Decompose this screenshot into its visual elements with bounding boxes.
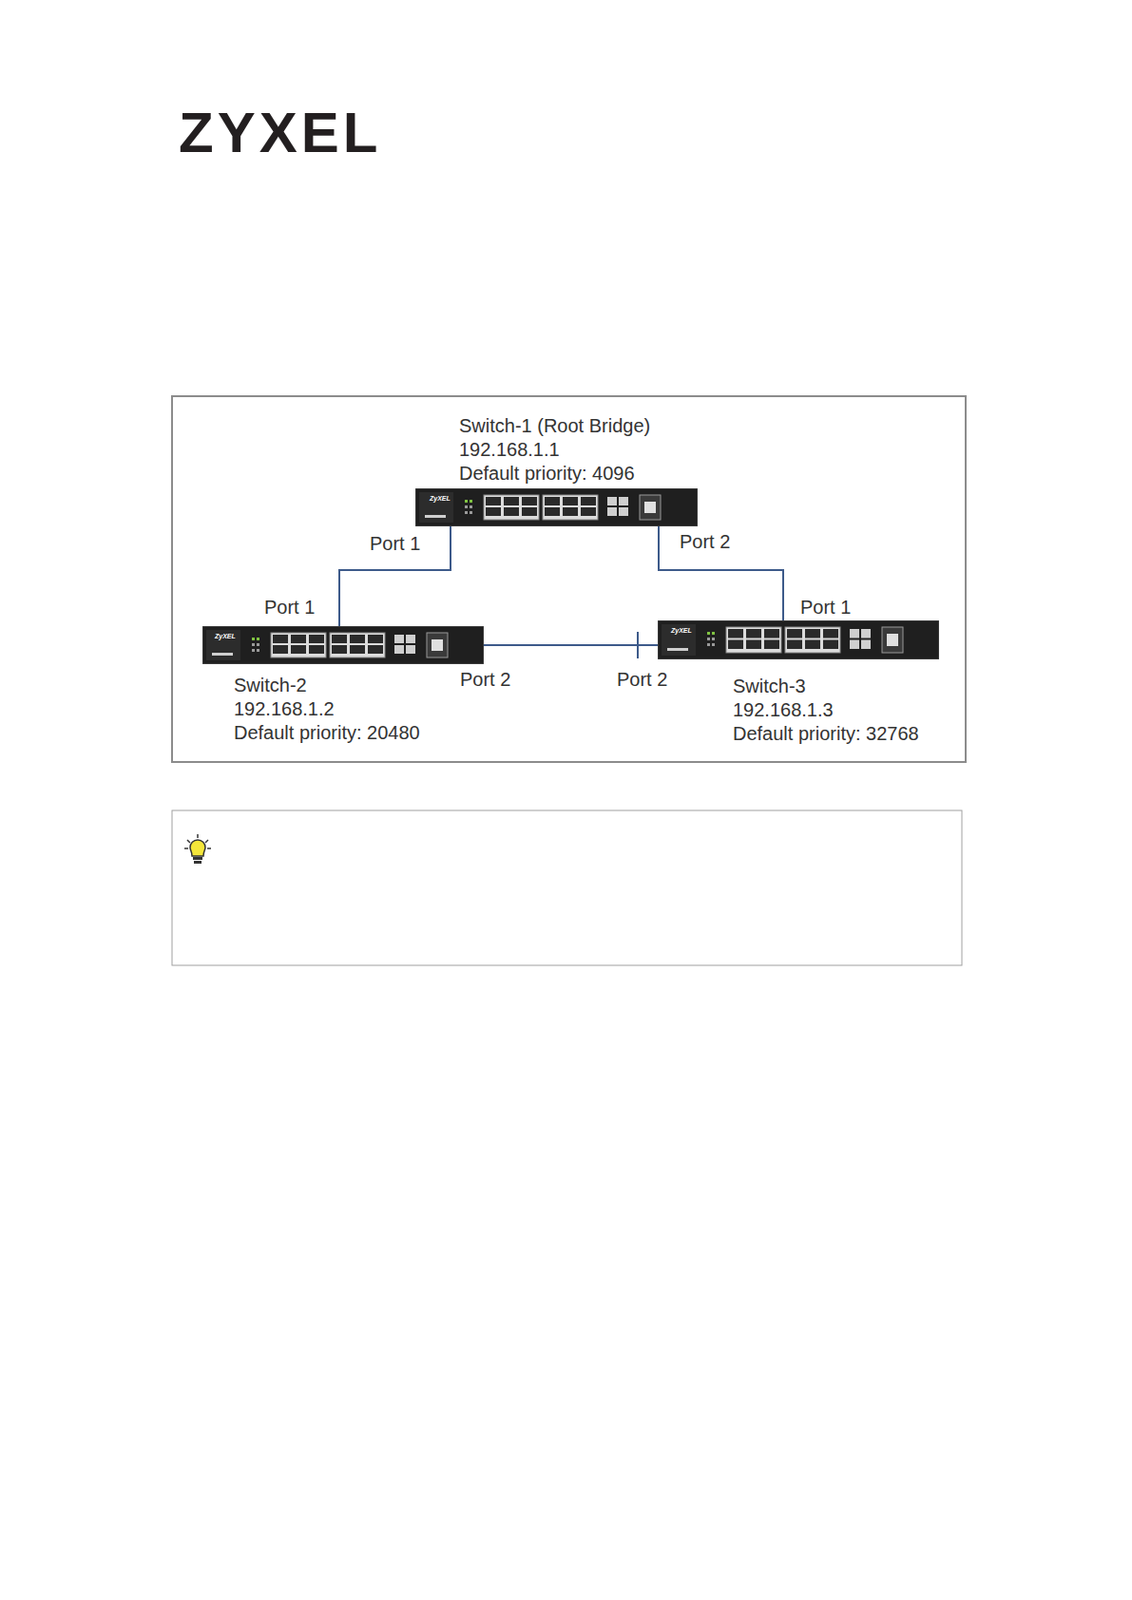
switch-illustration <box>657 620 940 660</box>
link-cable <box>339 526 451 627</box>
port-label: Port 1 <box>264 596 315 618</box>
switch-device: Switch-1 (Root Bridge)192.168.1.1Default… <box>415 488 698 527</box>
lightbulb-icon <box>184 834 212 864</box>
brand-logo: ZYXEL <box>178 104 382 162</box>
blocked-port-mark <box>636 632 639 659</box>
switch-info: Switch-1 (Root Bridge)192.168.1.1Default… <box>459 414 651 486</box>
tip-frame <box>172 810 962 966</box>
ip-address: 192.168.1.1 <box>459 438 651 462</box>
link-cable <box>658 526 784 621</box>
switch-name: Switch-1 (Root Bridge) <box>459 414 651 439</box>
device-brand: ZyXEL <box>214 633 236 641</box>
switch-illustration <box>202 626 484 665</box>
device-brand: ZyXEL <box>671 627 692 635</box>
priority-text: Default priority: 4096 <box>459 461 651 486</box>
port-label: Port 1 <box>800 596 851 618</box>
device-brand: ZyXEL <box>429 495 451 503</box>
ip-address: 192.168.1.2 <box>233 697 421 722</box>
diagram-frame <box>172 396 966 763</box>
ip-address: 192.168.1.3 <box>732 698 920 723</box>
port-label: Port 2 <box>616 669 668 691</box>
link-cable <box>483 644 658 647</box>
switch-name: Switch-3 <box>732 674 920 699</box>
switch-illustration <box>415 488 698 527</box>
priority-text: Default priority: 32768 <box>732 722 920 747</box>
switch-device: Switch-3192.168.1.3Default priority: 327… <box>657 620 940 660</box>
port-label: Port 2 <box>460 669 511 691</box>
switch-device: Switch-2192.168.1.2Default priority: 204… <box>202 626 484 665</box>
port-label: Port 1 <box>369 533 421 555</box>
port-label: Port 2 <box>679 531 730 553</box>
switch-name: Switch-2 <box>233 673 421 698</box>
switch-info: Switch-3192.168.1.3Default priority: 327… <box>732 674 920 747</box>
switch-info: Switch-2192.168.1.2Default priority: 204… <box>233 673 421 746</box>
priority-text: Default priority: 20480 <box>233 721 421 746</box>
